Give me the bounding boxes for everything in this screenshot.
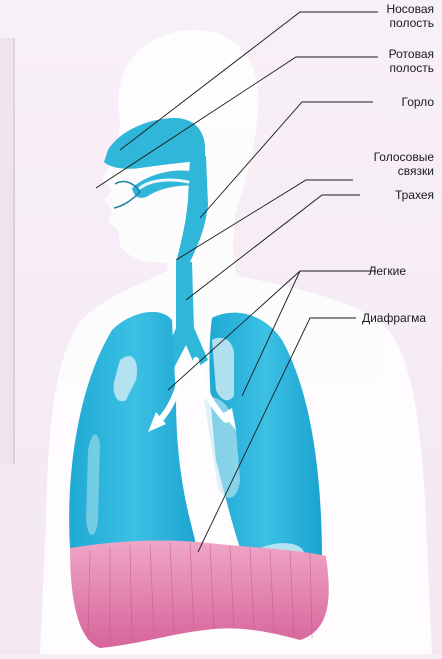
label-oral-line2: полость	[389, 61, 434, 75]
label-vocal-line2: связки	[374, 164, 434, 178]
label-trachea: Трахея	[395, 188, 434, 202]
label-nasal-line1: Носовая	[386, 2, 434, 16]
label-nasal-line2: полость	[386, 16, 434, 30]
label-lungs: Легкие	[368, 264, 406, 278]
label-oral-line1: Ротовая	[389, 47, 434, 61]
side-panel	[0, 38, 14, 464]
label-throat: Горло	[402, 95, 434, 109]
label-diaphragm: Диафрагма	[362, 311, 426, 325]
label-nasal-cavity: Носовая полость	[386, 2, 434, 30]
label-oral-cavity: Ротовая полость	[389, 47, 434, 75]
label-vocal-cords: Голосовые связки	[374, 150, 434, 178]
label-vocal-line1: Голосовые	[374, 150, 434, 164]
